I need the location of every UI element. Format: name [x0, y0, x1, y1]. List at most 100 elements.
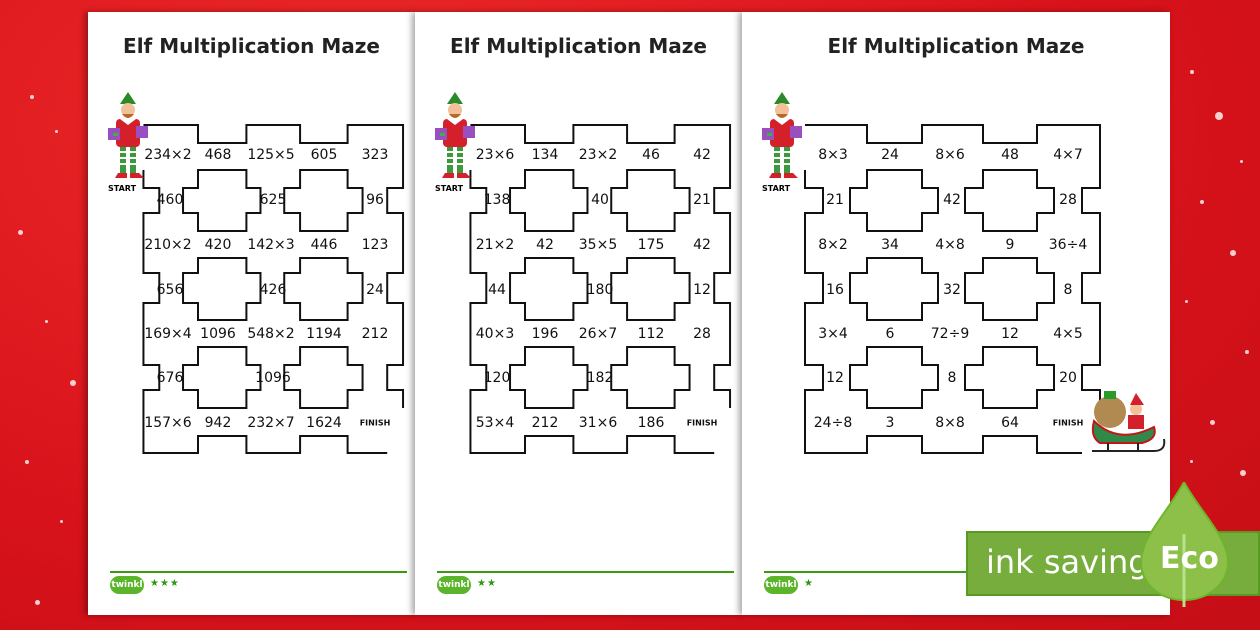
maze-cell: 21×2	[475, 237, 515, 253]
maze-cell: 196	[531, 326, 559, 342]
maze-cell: 157×6	[144, 415, 192, 431]
maze-cell: 180	[586, 282, 614, 298]
maze-cell: 446	[310, 237, 338, 253]
maze-cell: 212	[531, 415, 559, 431]
maze-cell: 4×8	[935, 237, 965, 253]
snowflake	[1240, 160, 1243, 163]
maze-cell: 3×4	[818, 326, 848, 342]
finish-label: FINISH	[686, 418, 718, 428]
elf-icon	[108, 92, 148, 178]
maze-cell: 24÷8	[813, 415, 853, 431]
maze-cell: 6	[885, 326, 895, 342]
maze-cell: 26×7	[578, 326, 618, 342]
difficulty-stars: ★	[804, 578, 814, 589]
maze-cell: 232×7	[247, 415, 295, 431]
elf-icon	[762, 92, 802, 178]
difficulty-stars: ★★	[477, 578, 497, 589]
snowflake	[30, 95, 34, 99]
maze-grid	[88, 12, 415, 615]
maze-cell: 1194	[306, 326, 342, 342]
maze-cell: 656	[156, 282, 184, 298]
elf-icon	[435, 92, 475, 178]
santa-sleigh-icon	[1091, 391, 1166, 452]
maze-cell: 34	[881, 237, 899, 253]
maze-cell: 142×3	[247, 237, 295, 253]
maze-cell: 28	[693, 326, 711, 342]
maze-cell: 182	[586, 370, 614, 386]
footer-divider	[437, 571, 734, 573]
maze-cell: 28	[1059, 192, 1077, 208]
twinkl-logo: twinkl	[764, 576, 798, 594]
snowflake	[55, 130, 58, 133]
maze-cell: 40	[591, 192, 609, 208]
maze-cell: 605	[310, 147, 338, 163]
maze-cell: 64	[1001, 415, 1019, 431]
maze-cell: 24	[881, 147, 899, 163]
maze-cell: 31×6	[578, 415, 618, 431]
maze-cell: 35×5	[578, 237, 618, 253]
snowflake	[60, 520, 63, 523]
maze-cell: 42	[693, 147, 711, 163]
maze-cell: 212	[361, 326, 389, 342]
maze-cell: 16	[826, 282, 844, 298]
maze-cell: 138	[483, 192, 511, 208]
footer-divider	[764, 571, 1162, 573]
maze-cell: 125×5	[247, 147, 295, 163]
maze-cell: 134	[531, 147, 559, 163]
maze-cell: 234×2	[144, 147, 192, 163]
footer-divider	[110, 571, 407, 573]
maze-cell: 36÷4	[1048, 237, 1088, 253]
maze-cell: 72÷9	[930, 326, 970, 342]
maze-cell: 1096	[200, 326, 236, 342]
snowflake	[1190, 70, 1194, 74]
worksheet-title: Elf Multiplication Maze	[450, 34, 707, 58]
maze-cell: 4×5	[1053, 326, 1083, 342]
maze-cell: 23×2	[578, 147, 618, 163]
snowflake	[1200, 200, 1204, 204]
maze-cell: 53×4	[475, 415, 515, 431]
eco-label: Eco	[1160, 541, 1219, 576]
finish-label: FINISH	[1052, 418, 1084, 428]
maze-cell: 42	[943, 192, 961, 208]
ink-saving-badge: ink saving	[966, 531, 1260, 596]
maze-cell: 625	[259, 192, 287, 208]
snowflake	[70, 380, 76, 386]
snowflake	[25, 460, 29, 464]
finish-label: FINISH	[359, 418, 391, 428]
maze-cell: 426	[259, 282, 287, 298]
snowflake	[1190, 460, 1193, 463]
maze-cell: 1096	[255, 370, 291, 386]
snowflake	[1245, 350, 1249, 354]
twinkl-logo: twinkl	[437, 576, 471, 594]
maze-cell: 8	[1063, 282, 1073, 298]
snowflake	[1185, 300, 1188, 303]
worksheet-title: Elf Multiplication Maze	[827, 34, 1085, 58]
maze-cell: 21	[826, 192, 844, 208]
ink-saving-label: ink saving	[986, 543, 1149, 581]
maze-cell: 8×3	[818, 147, 848, 163]
snowflake	[1240, 470, 1246, 476]
worksheet-title: Elf Multiplication Maze	[123, 34, 380, 58]
maze-cell: 8×8	[935, 415, 965, 431]
maze-cell: 42	[693, 237, 711, 253]
maze-cell: 23×6	[475, 147, 515, 163]
snowflake	[1210, 420, 1215, 425]
maze-cell: 44	[488, 282, 506, 298]
maze-cell: 3	[885, 415, 895, 431]
maze-cell: 12	[826, 370, 844, 386]
start-label: START	[108, 184, 137, 193]
snowflake	[18, 230, 23, 235]
maze-cell: 169×4	[144, 326, 192, 342]
maze-cell: 4×7	[1053, 147, 1083, 163]
maze-cell: 12	[1001, 326, 1019, 342]
maze-cell: 1624	[306, 415, 342, 431]
snowflake	[35, 600, 40, 605]
maze-cell: 548×2	[247, 326, 295, 342]
maze-cell: 48	[1001, 147, 1019, 163]
maze-cell: 96	[366, 192, 384, 208]
maze-cell: 8×2	[818, 237, 848, 253]
maze-cell: 676	[156, 370, 184, 386]
